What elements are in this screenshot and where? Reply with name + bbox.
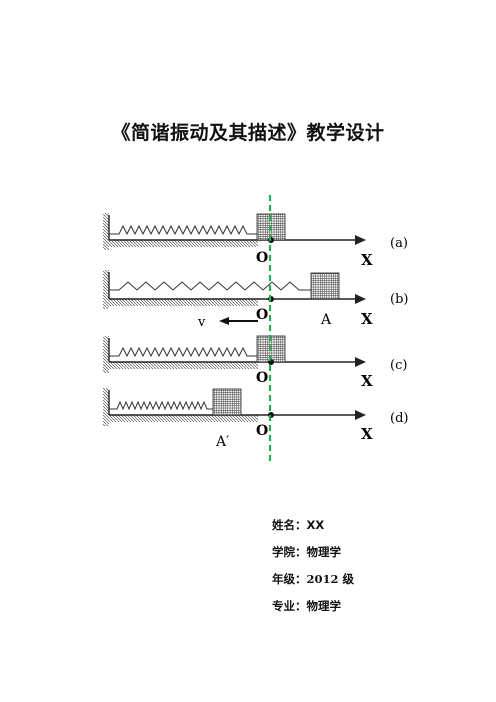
spring	[109, 400, 213, 411]
document-title: 《简谐振动及其描述》教学设计	[111, 122, 385, 144]
info-major: 专业：物理学	[272, 599, 354, 626]
author-info: 姓名：XX 学院：物理学 年级：2012 级 专业：物理学	[272, 518, 354, 626]
major-value: 物理学	[306, 599, 342, 613]
x-axis-arrowhead	[355, 294, 366, 304]
spring-oscillator-figure: O X (a) O X (b) A v	[100, 190, 420, 465]
amplitude-label: A	[320, 312, 332, 328]
mass-block	[310, 272, 340, 300]
panel-tag: (d)	[390, 411, 408, 426]
panel-b: O X (b) A v	[103, 270, 408, 330]
axis-label: X	[361, 251, 373, 269]
origin-label: O	[256, 307, 268, 323]
amplitude-label: A′	[215, 434, 229, 450]
panel-a: O X (a)	[103, 213, 408, 269]
floor-hatch	[103, 362, 258, 369]
panel-tag: (c)	[390, 358, 407, 373]
major-label: 专业：	[272, 599, 307, 613]
velocity-label: v	[197, 315, 206, 330]
name-text: 姓名：XX	[272, 518, 325, 532]
spring-oscillator-diagram: O X (a) O X (b) A v	[103, 195, 408, 462]
axis-label: X	[361, 310, 373, 328]
wall	[103, 213, 109, 250]
origin-label: O	[256, 423, 268, 439]
grade-suffix: 级	[342, 572, 355, 586]
panel-tag: (a)	[390, 236, 408, 251]
mass-block	[212, 388, 242, 416]
panel-d: O X (d) A′	[103, 388, 408, 450]
panel-c: O X (c)	[103, 335, 407, 390]
spring	[109, 346, 257, 358]
info-name: 姓名：XX	[272, 518, 354, 545]
floor-hatch	[103, 299, 258, 306]
axis-label: X	[361, 425, 373, 443]
panel-tag: (b)	[390, 292, 408, 307]
wall	[103, 270, 109, 309]
college-value: 物理学	[306, 545, 342, 559]
info-grade: 年级：2012 级	[272, 572, 354, 599]
grade-label: 年级：	[272, 572, 307, 586]
floor-hatch	[103, 240, 258, 247]
college-label: 学院：	[272, 545, 307, 559]
x-axis-arrowhead	[355, 357, 366, 367]
x-axis-arrowhead	[355, 235, 366, 245]
axis-label: X	[361, 372, 373, 390]
spring	[109, 281, 311, 291]
wall	[103, 388, 109, 426]
origin-label: O	[256, 370, 268, 386]
origin-label: O	[256, 250, 268, 266]
floor-hatch	[103, 415, 258, 422]
info-college: 学院：物理学	[272, 545, 354, 572]
x-axis-arrowhead	[355, 410, 366, 420]
grade-value: 2012	[306, 572, 339, 586]
spring	[109, 224, 257, 236]
velocity-arrowhead	[219, 317, 229, 325]
wall	[103, 336, 109, 373]
